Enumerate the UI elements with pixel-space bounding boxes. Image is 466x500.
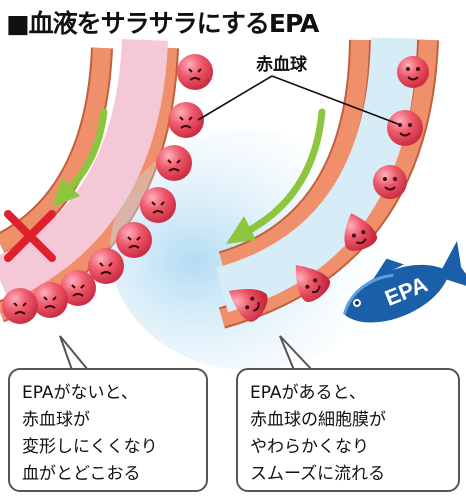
stiff-red-blood-cell <box>177 54 213 90</box>
right-caption-line: やわらかくなり <box>250 437 369 457</box>
left-caption-line: 赤血球が <box>22 410 90 430</box>
left-flow-arrow <box>52 108 108 207</box>
right-vessel-lumen <box>215 37 417 313</box>
stiff-red-blood-cell <box>140 187 176 223</box>
left-callout: EPAがないと、 赤血球が 変形しにくくなり 血がとどこおる <box>8 368 208 492</box>
stiff-red-blood-cell <box>156 145 192 181</box>
label-leader-lines <box>197 75 399 125</box>
right-caption-line: 赤血球の細胞膜が <box>250 410 386 430</box>
stiff-red-blood-cell <box>60 270 96 306</box>
callout-pointers <box>59 335 315 371</box>
right-caption-line: スムーズに流れる <box>250 464 386 484</box>
left-red-blood-cells <box>2 54 213 324</box>
stiff-red-blood-cell <box>168 102 204 138</box>
blocked-cross-icon <box>4 210 56 262</box>
stiff-red-blood-cell <box>88 248 124 284</box>
right-caption-line: EPAがあると、 <box>250 383 366 403</box>
red-blood-cell-label: 赤血球 <box>256 55 307 75</box>
flexible-red-blood-cell <box>387 110 423 146</box>
flexible-red-blood-cell <box>228 288 268 322</box>
epa-fish-icon: EPA <box>342 240 466 323</box>
stiff-red-blood-cell <box>32 282 68 318</box>
left-caption-line: EPAがないと、 <box>22 383 138 403</box>
stiff-red-blood-cell <box>2 288 38 324</box>
flexible-red-blood-cell <box>344 213 378 251</box>
right-blood-vessel <box>110 37 439 370</box>
right-red-blood-cells <box>228 56 429 322</box>
flexible-red-blood-cell <box>295 265 330 302</box>
left-caption-line: 変形しにくくなり <box>22 437 158 457</box>
stiff-red-blood-cell <box>116 222 152 258</box>
page-title: ■血液をサラサラにするEPA <box>6 9 319 38</box>
flexible-red-blood-cell <box>397 56 429 88</box>
right-flow-arrow <box>226 108 326 244</box>
flexible-red-blood-cell <box>373 165 407 199</box>
right-callout: EPAがあると、 赤血球の細胞膜が やわらかくなり スムーズに流れる <box>236 368 460 492</box>
left-caption-line: 血がとどこおる <box>22 464 141 484</box>
left-vessel-lumen <box>0 38 168 302</box>
